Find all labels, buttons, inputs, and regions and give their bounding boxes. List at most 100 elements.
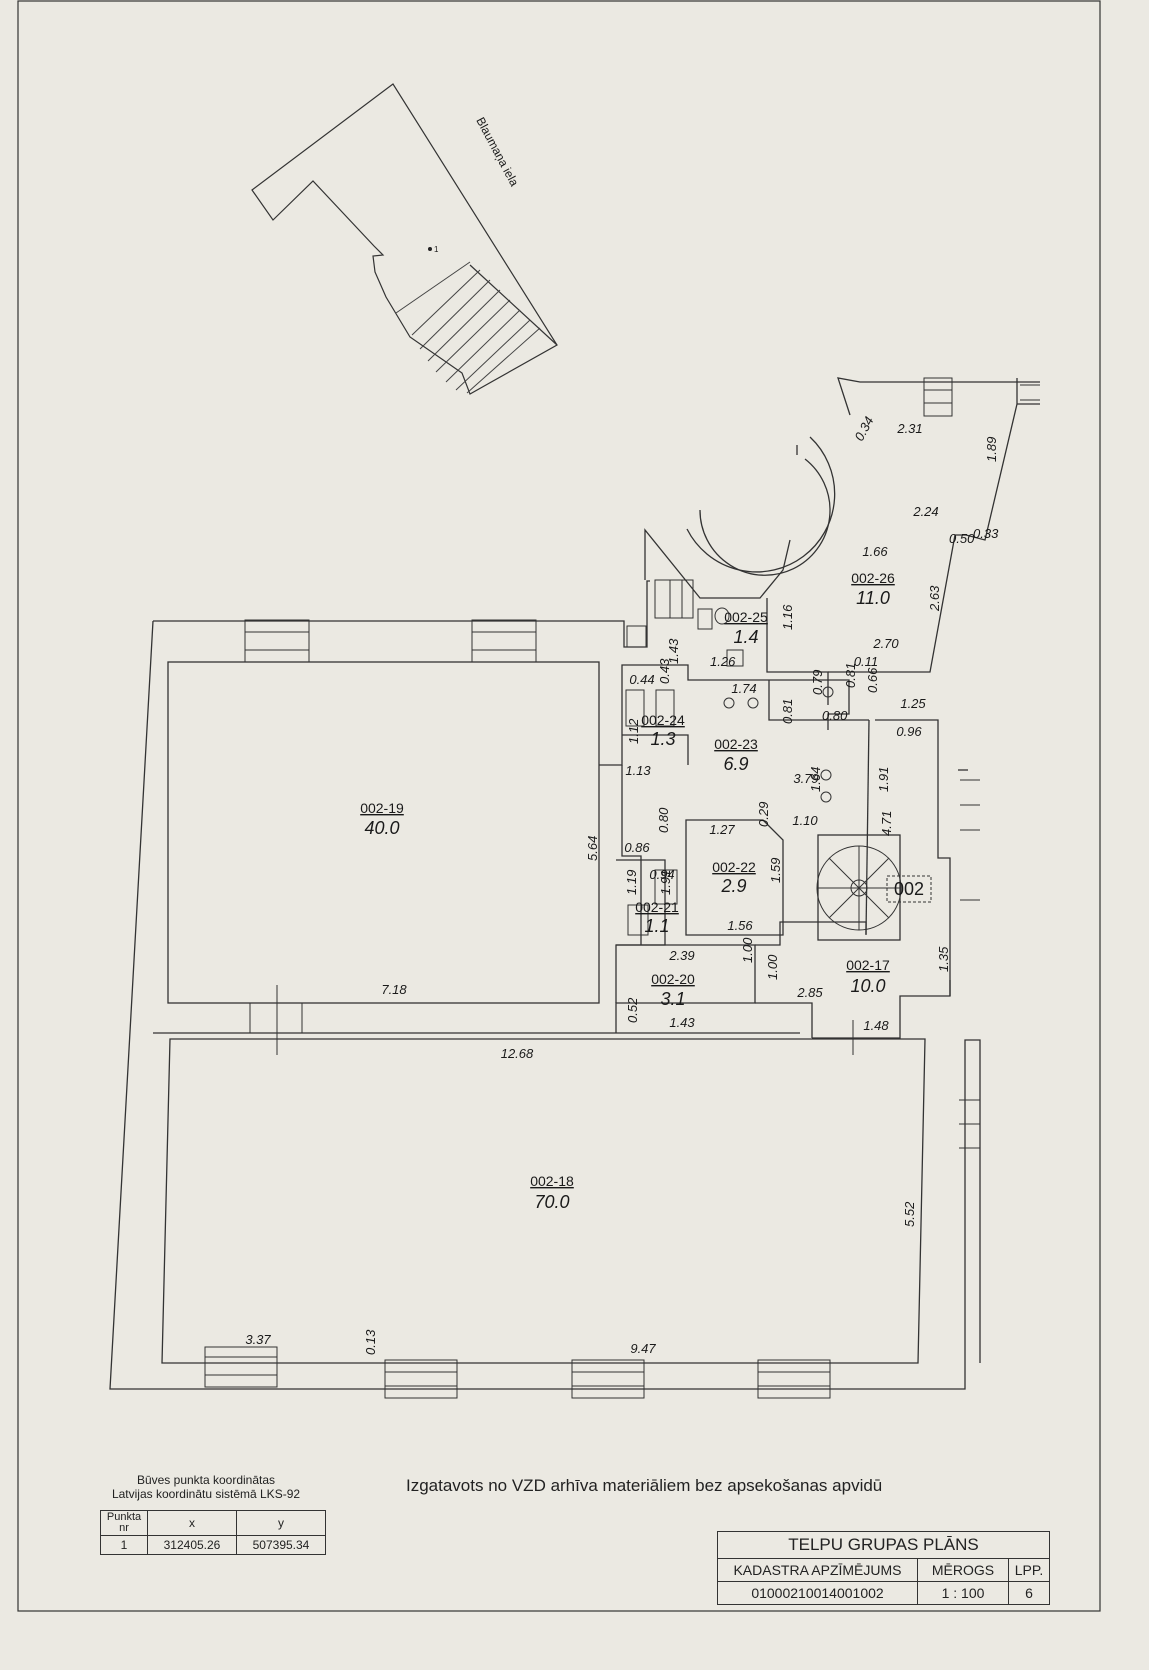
header-y: y <box>236 1510 326 1536</box>
room-area: 6.9 <box>723 754 748 774</box>
spiral-stair <box>816 845 932 931</box>
cadastre-number: 01000210014001002 <box>717 1581 918 1605</box>
dimension: 1.27 <box>709 822 735 837</box>
cell-point-nr: 1 <box>100 1535 148 1555</box>
room-id: 002-26 <box>851 570 895 586</box>
dimension: 1.89 <box>984 437 999 462</box>
room-id: 002-22 <box>712 859 756 875</box>
dimension: 1.43 <box>669 1015 695 1030</box>
dimension: 7.18 <box>381 982 407 997</box>
group-label: 002 <box>894 879 924 899</box>
dimension: 1.00 <box>765 954 780 980</box>
room-id: 002-20 <box>651 971 695 987</box>
room-id: 002-25 <box>724 609 768 625</box>
dimension: 1.64 <box>808 767 823 792</box>
dimension: 5.52 <box>902 1201 917 1227</box>
coordinates-caption: Būves punkta koordinātas Latvijas koordi… <box>100 1473 312 1501</box>
dimension: 1.12 <box>626 718 641 744</box>
dimension: 1.74 <box>731 681 756 696</box>
dimension: 12.68 <box>501 1046 534 1061</box>
table-row: 1 312405.26 507395.34 <box>100 1535 326 1555</box>
dimension: 1.66 <box>862 544 888 559</box>
coordinates-title: Būves punkta koordinātas <box>136 1473 276 1487</box>
dimension: 1.25 <box>900 696 926 711</box>
table-row: KADASTRA APZĪMĒJUMS MĒROGS LPP. <box>717 1558 1050 1582</box>
room-id: 002-19 <box>360 800 404 816</box>
dimension: 0.52 <box>625 997 640 1023</box>
dimension: 2.63 <box>927 585 942 612</box>
dimension: 0.43 <box>657 658 672 684</box>
dimension: 2.85 <box>796 985 823 1000</box>
hatched-area <box>395 261 541 394</box>
room-labels: 002-19 40.0 002-18 70.0 002-26 11.0 002-… <box>360 570 924 1212</box>
dimension: 5.64 <box>585 836 600 861</box>
dimension: 0.11 <box>854 654 878 669</box>
dimension: 1.16 <box>780 604 795 630</box>
dimension: 4.71 <box>879 811 894 836</box>
archive-note: Izgatavots no VZD arhīva materiāliem bez… <box>406 1476 883 1495</box>
dimension: 0.44 <box>629 672 654 687</box>
dimension: 1.13 <box>625 763 651 778</box>
dimension: 0.86 <box>624 840 650 855</box>
dimension: 0.80 <box>656 807 671 833</box>
room-area: 1.1 <box>644 916 669 936</box>
room-area: 2.9 <box>720 876 746 896</box>
dimension: 1.19 <box>624 870 639 895</box>
dimension: 1.59 <box>768 858 783 883</box>
dimension: 2.70 <box>872 636 899 651</box>
room-id: 002-18 <box>530 1173 574 1189</box>
dimension-labels: 0.34 2.31 1.89 2.24 0.50 0.33 1.66 2.63 … <box>245 414 999 1356</box>
dimension: 9.47 <box>630 1341 656 1356</box>
dimension: 0.13 <box>363 1329 378 1355</box>
room-id: 002-24 <box>641 712 685 728</box>
header-x: x <box>147 1510 237 1536</box>
dimension: 1.91 <box>658 870 673 895</box>
cell-y: 507395.34 <box>236 1535 326 1555</box>
room-area: 1.4 <box>733 627 758 647</box>
header-cadastre: KADASTRA APZĪMĒJUMS <box>717 1558 918 1582</box>
coordinates-table: Punkta nr x y 1 312405.26 507395.34 <box>100 1510 326 1555</box>
sheet-frame <box>17 0 1101 1612</box>
dimension: 0.94 <box>649 867 674 882</box>
room-area: 11.0 <box>856 588 890 608</box>
dimension: 0.96 <box>896 724 922 739</box>
room-area: 40.0 <box>364 818 399 838</box>
scale-value: 1 : 100 <box>917 1581 1009 1605</box>
dimension: 0.33 <box>973 526 999 541</box>
dimension: 1.56 <box>727 918 753 933</box>
dimension: 0.29 <box>756 802 771 827</box>
table-row: 01000210014001002 1 : 100 6 <box>717 1581 1050 1605</box>
table-row: TELPU GRUPAS PLĀNS <box>717 1531 1050 1559</box>
room-area: 1.3 <box>650 729 675 749</box>
dimension: 0.66 <box>865 667 880 693</box>
room-area: 70.0 <box>534 1192 569 1212</box>
page-number: 6 <box>1008 1581 1050 1605</box>
neighbour-building <box>251 83 558 395</box>
header-scale: MĒROGS <box>917 1558 1009 1582</box>
dimension: 0.79 <box>810 670 825 695</box>
room-area: 10.0 <box>850 976 885 996</box>
plan-title: TELPU GRUPAS PLĀNS <box>717 1531 1050 1559</box>
dimension: 3.79 <box>793 771 818 786</box>
building-outline <box>109 377 1040 1390</box>
dimension: 2.39 <box>668 948 694 963</box>
dimension: 0.50 <box>949 531 975 546</box>
table-row: Punkta nr x y <box>100 1510 326 1536</box>
sanitary-fixtures <box>625 607 834 936</box>
cell-x: 312405.26 <box>147 1535 237 1555</box>
dimension: 2.31 <box>896 421 922 436</box>
dimension: 1.91 <box>876 767 891 792</box>
dimension: 1.26 <box>710 654 736 669</box>
room-id: 002-17 <box>846 957 890 973</box>
dimension: 2.24 <box>912 504 938 519</box>
dimension: 1.48 <box>863 1018 889 1033</box>
wall-openings <box>204 377 1040 1399</box>
room-id: 002-21 <box>635 899 679 915</box>
dimension: 1.35 <box>936 946 951 972</box>
dimension: 1.43 <box>666 638 681 664</box>
street-label: Blaumaņa iela <box>473 115 521 189</box>
dimension: 1.10 <box>792 813 818 828</box>
dimension: 0.80 <box>822 708 848 723</box>
header-page: LPP. <box>1008 1558 1050 1582</box>
